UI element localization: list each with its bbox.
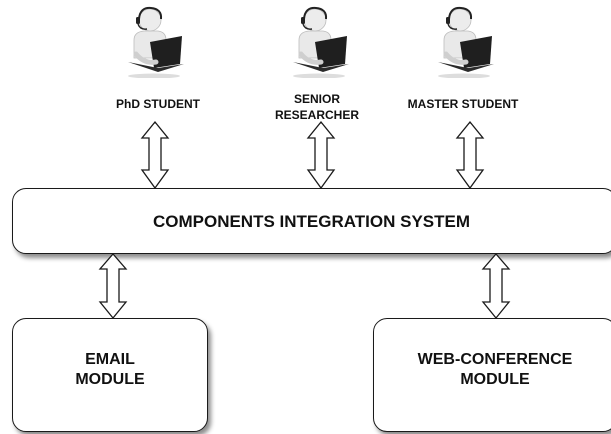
senior-researcher-double-arrow-icon (306, 120, 336, 190)
email-module-label: EMAIL MODULE (12, 350, 208, 389)
senior-researcher-label-line1: SENIOR (293, 92, 340, 106)
email-module-double-arrow-icon (98, 253, 128, 320)
web-conference-module-label: WEB-CONFERENCE MODULE (373, 350, 611, 389)
phd-student-figure-icon (128, 6, 184, 78)
master-student-figure-icon (438, 6, 494, 78)
senior-researcher-label-line2: RESEARCHER (274, 107, 359, 122)
email-module-box (12, 318, 208, 432)
master-student-double-arrow-icon (455, 120, 485, 190)
web-conference-module-label-line2: MODULE (460, 370, 530, 388)
phd-student-double-arrow-icon (140, 120, 170, 190)
phd-student-label: PhD STUDENT (116, 97, 200, 111)
email-module-label-line2: MODULE (75, 370, 145, 388)
senior-researcher-figure-icon (293, 6, 349, 78)
web-conference-module-box (373, 318, 611, 432)
email-module-label-line1: EMAIL (85, 351, 135, 368)
web-conference-module-label-line1: WEB-CONFERENCE (417, 351, 573, 368)
components-integration-system-box (12, 188, 611, 254)
web-conference-double-arrow-icon (481, 253, 511, 320)
master-student-label: MASTER STUDENT (407, 97, 519, 111)
components-integration-system-label: COMPONENTS INTEGRATION SYSTEM (152, 212, 471, 231)
senior-researcher-label: SENIOR RESEARCHER (257, 92, 377, 123)
